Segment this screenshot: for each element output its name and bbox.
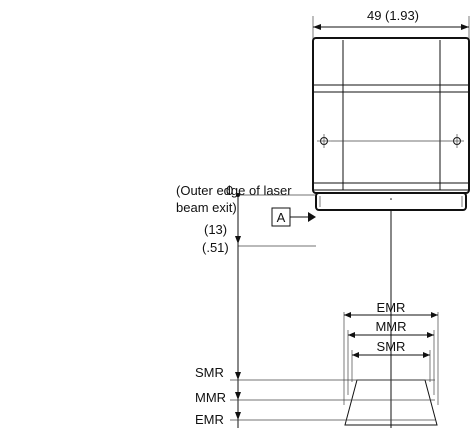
offset-in-label: (.51) [202,240,229,255]
mmr-top-label: MMR [375,319,406,334]
emr-left-label: EMR [195,412,224,427]
smr-top-label: SMR [377,339,406,354]
mounting-hole-left [317,134,331,148]
emr-top-label: EMR [377,300,406,315]
width-dimension-label: 49 (1.93) [367,8,419,23]
sensor-housing [312,37,470,194]
width-dimension: 49 (1.93) [312,8,470,50]
mmr-left-label: MMR [195,390,226,405]
note-line-1: (Outer edge of laser [176,183,292,198]
smr-left-label: SMR [195,365,224,380]
mounting-hole-right [450,134,464,148]
origin-point [236,193,240,197]
emr-width-dimension: EMR [343,300,439,405]
datum-a: A [271,207,316,227]
lens-window [315,192,467,211]
datum-label: A [277,210,286,225]
offset-mm-label: (13) [204,222,227,237]
origin-label: 0 [226,183,233,198]
smr-width-dimension: SMR [351,339,431,382]
note-line-2: beam exit) [176,200,237,215]
mmr-width-dimension: MMR [347,319,435,395]
